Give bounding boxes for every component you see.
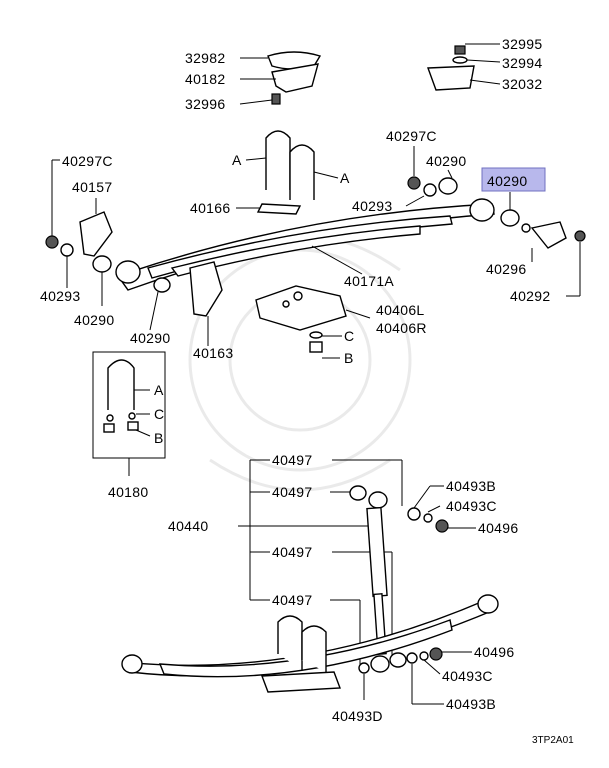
label-40496-bot: 40496 — [474, 644, 514, 660]
label-A-left: A — [232, 152, 242, 168]
label-40182: 40182 — [185, 71, 225, 87]
label-40493B-bot: 40493B — [446, 696, 496, 712]
label-40493C-top: 40493C — [446, 498, 497, 514]
label-40290-highlight[interactable]: 40290 — [487, 173, 527, 189]
highlight-box — [481, 167, 546, 192]
label-40290-left: 40290 — [74, 312, 114, 328]
label-40497-3: 40497 — [272, 544, 312, 560]
diagram-code: 3TP2A01 — [532, 735, 574, 746]
label-40290-mid: 40290 — [130, 330, 170, 346]
label-40157: 40157 — [72, 179, 112, 195]
label-40290-top: 40290 — [426, 153, 466, 169]
label-40497-1: 40497 — [272, 452, 312, 468]
label-B-mount: B — [344, 350, 354, 366]
label-32995: 32995 — [502, 36, 542, 52]
label-40406R: 40406R — [376, 320, 427, 336]
u-bolt-kit-box — [92, 351, 166, 476]
label-40493B-top: 40493B — [446, 478, 496, 494]
label-40493C-bot: 40493C — [442, 668, 493, 684]
label-40297C-left: 40297C — [62, 153, 113, 169]
label-40293-right: 40293 — [352, 198, 392, 214]
label-40296: 40296 — [486, 261, 526, 277]
label-40493D: 40493D — [332, 708, 383, 724]
label-40496-top: 40496 — [478, 520, 518, 536]
label-40171A: 40171A — [344, 273, 394, 289]
label-40497-2: 40497 — [272, 484, 312, 500]
label-32996: 32996 — [185, 96, 225, 112]
label-40163: 40163 — [193, 345, 233, 361]
bump-stop-assembly — [427, 43, 501, 91]
top-plate-assembly — [239, 51, 322, 105]
label-40293-left: 40293 — [40, 288, 80, 304]
leaf-spring-lower — [121, 594, 499, 705]
label-B-box: B — [154, 430, 164, 446]
label-40166: 40166 — [190, 200, 230, 216]
label-40497-4: 40497 — [272, 592, 312, 608]
shackle-left — [45, 159, 223, 346]
label-A-right: A — [340, 170, 350, 186]
shackle-right — [405, 146, 586, 297]
label-40292: 40292 — [510, 288, 550, 304]
label-40440: 40440 — [168, 518, 208, 534]
label-C-mount: C — [344, 328, 354, 344]
leaf-spring-main — [115, 198, 495, 291]
label-40406L: 40406L — [376, 302, 425, 318]
u-bolts-top — [236, 130, 339, 215]
shock-absorber — [238, 459, 476, 668]
spring-seat-plate — [255, 285, 371, 359]
label-C-box: C — [154, 406, 164, 422]
label-32032: 32032 — [502, 76, 542, 92]
label-40297C-right: 40297C — [386, 128, 437, 144]
label-A-box: A — [154, 382, 164, 398]
label-32994: 32994 — [502, 55, 542, 71]
label-40180: 40180 — [108, 484, 148, 500]
label-32982: 32982 — [185, 50, 225, 66]
